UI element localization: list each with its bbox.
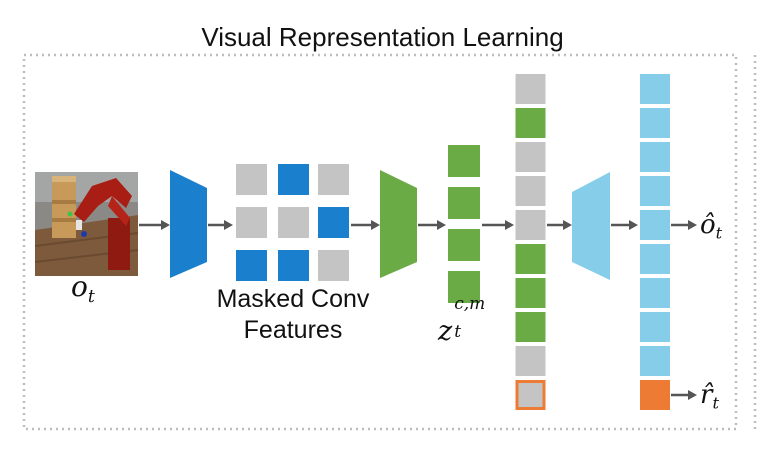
mask-cell <box>236 250 267 281</box>
arrow-head <box>161 220 170 230</box>
arrows <box>139 220 697 400</box>
output-cell <box>640 278 670 308</box>
token-cell <box>515 278 546 308</box>
arrow-head <box>688 390 697 400</box>
token-cell <box>515 108 546 138</box>
observation-label: ot <box>71 270 95 308</box>
masked-label-line2: Features <box>243 316 343 344</box>
mask-cell <box>278 250 309 281</box>
latent-cell <box>448 145 480 177</box>
arrow-head <box>688 220 697 230</box>
masked-label-line1: Masked Conv <box>216 285 370 313</box>
token-column <box>515 74 546 410</box>
token-cell <box>515 346 546 376</box>
output-cell <box>640 210 670 240</box>
output-cell <box>640 74 670 104</box>
mask-cell <box>236 207 267 238</box>
latent-column <box>448 145 480 303</box>
token-cell <box>515 312 546 342</box>
mask-cell <box>318 164 349 195</box>
reconstructed-observation-label: ôt <box>700 210 723 243</box>
arrow-head <box>224 220 233 230</box>
arrow-head <box>371 220 380 230</box>
output-cell <box>640 142 670 172</box>
latent-cell <box>448 187 480 219</box>
arrow-head <box>563 220 572 230</box>
output-cell <box>640 312 670 342</box>
token-cell <box>515 176 546 206</box>
masked-conv-grid <box>236 164 349 281</box>
output-cell <box>640 108 670 138</box>
masked-conv-features-label: Masked Conv Features <box>204 284 382 346</box>
reward-output-cell <box>640 380 670 410</box>
output-cell <box>640 244 670 274</box>
mask-cell <box>318 207 349 238</box>
encoder-icon <box>170 170 207 278</box>
observation-image <box>34 172 139 276</box>
token-cell <box>515 210 546 240</box>
decoder-icon <box>572 172 610 280</box>
output-cell <box>640 346 670 376</box>
arrow-head <box>629 220 638 230</box>
mask-cell <box>236 164 267 195</box>
arrow-head <box>505 220 514 230</box>
token-cell <box>515 142 546 172</box>
diagram-title: Visual Representation Learning <box>201 22 564 52</box>
latent-cell <box>448 271 480 303</box>
output-cell <box>640 176 670 206</box>
output-column <box>640 74 670 410</box>
reconstructed-reward-label: r̂t <box>700 380 719 413</box>
arrow-head <box>437 220 446 230</box>
token-cell <box>515 74 546 104</box>
section-border <box>22 53 738 431</box>
mask-cell <box>278 164 309 195</box>
masked-reward-token <box>515 380 546 410</box>
mask-cell <box>318 250 349 281</box>
mask-cell <box>278 207 309 238</box>
projection-encoder-icon <box>380 170 417 278</box>
token-cell <box>515 244 546 274</box>
latent-cell <box>448 229 480 261</box>
